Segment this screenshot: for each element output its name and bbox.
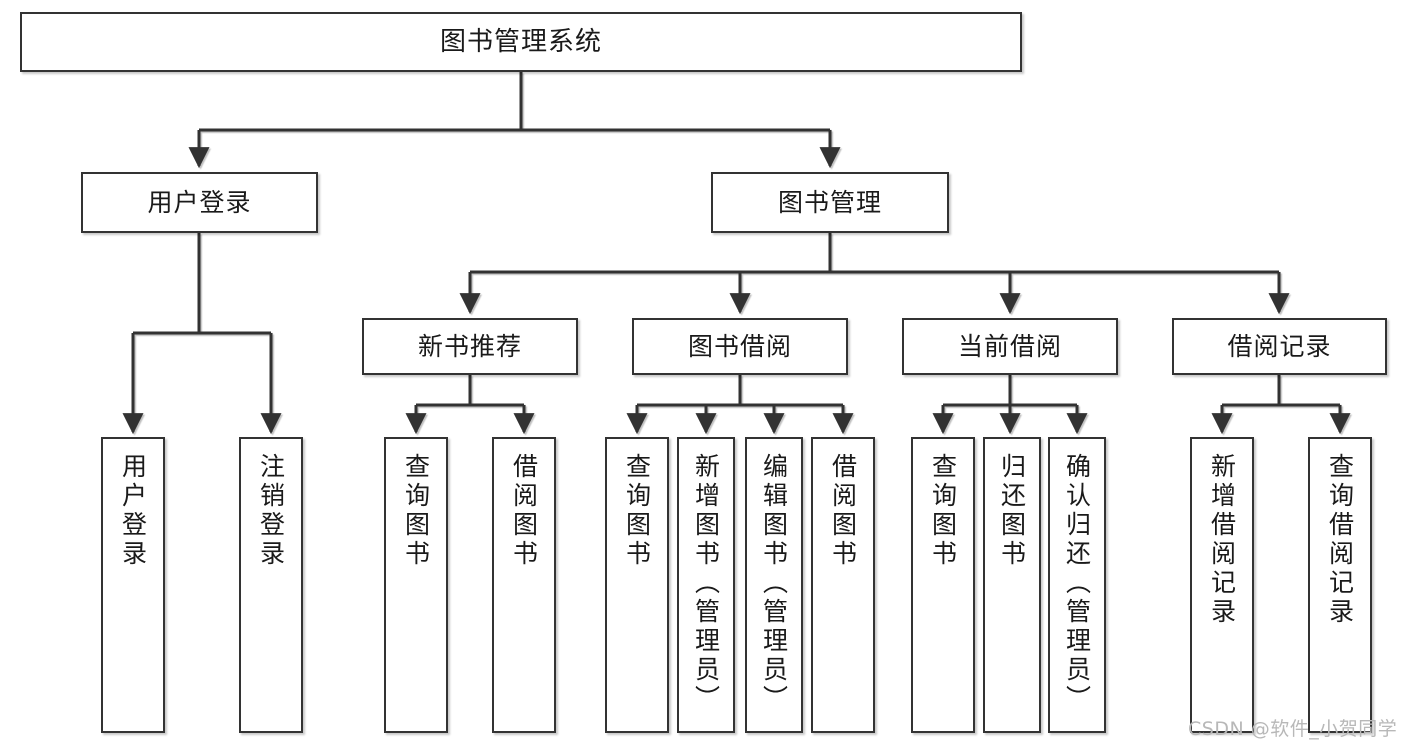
node-leaf-confirm-return[interactable]: 确认归还（管理员） [1048, 437, 1106, 733]
node-leaf-logout[interactable]: 注销登录 [239, 437, 303, 733]
node-borrow-record-label: 借阅记录 [1227, 332, 1332, 361]
node-leaf-add-book[interactable]: 新增图书（管理员） [677, 437, 735, 733]
node-leaf-return-book[interactable]: 归还图书 [983, 437, 1041, 733]
node-leaf-query-book-3-label: 查询图书 [928, 453, 958, 569]
node-leaf-edit-book[interactable]: 编辑图书（管理员） [745, 437, 803, 733]
node-book-borrow-label: 图书借阅 [687, 332, 792, 361]
node-leaf-query-record[interactable]: 查询借阅记录 [1308, 437, 1372, 733]
node-leaf-user-login[interactable]: 用户登录 [101, 437, 165, 733]
node-leaf-borrow-book-2[interactable]: 借阅图书 [811, 437, 875, 733]
node-leaf-user-login-label: 用户登录 [118, 453, 148, 569]
node-leaf-confirm-return-label: 确认归还（管理员） [1062, 453, 1092, 714]
node-leaf-add-book-label: 新增图书（管理员） [691, 453, 721, 714]
node-root-label: 图书管理系统 [439, 26, 602, 57]
node-leaf-borrow-book-1-label: 借阅图书 [509, 453, 539, 569]
node-root[interactable]: 图书管理系统 [20, 12, 1022, 72]
node-leaf-query-record-label: 查询借阅记录 [1325, 453, 1355, 627]
node-leaf-edit-book-label: 编辑图书（管理员） [759, 453, 789, 714]
node-current-borrow[interactable]: 当前借阅 [902, 318, 1118, 375]
node-leaf-query-book-2-label: 查询图书 [622, 453, 652, 569]
node-book-manage-label: 图书管理 [777, 188, 882, 217]
node-new-book-recommend-label: 新书推荐 [417, 332, 522, 361]
node-user-login-label: 用户登录 [147, 188, 252, 217]
node-new-book-recommend[interactable]: 新书推荐 [362, 318, 578, 375]
node-user-login[interactable]: 用户登录 [81, 172, 318, 233]
node-leaf-query-book-1-label: 查询图书 [401, 453, 431, 569]
node-leaf-query-book-1[interactable]: 查询图书 [384, 437, 448, 733]
csdn-watermark: CSDN @软件_小贺同学 [1188, 718, 1398, 740]
node-leaf-borrow-book-2-label: 借阅图书 [828, 453, 858, 569]
node-book-borrow[interactable]: 图书借阅 [632, 318, 848, 375]
node-leaf-logout-label: 注销登录 [256, 453, 286, 569]
node-leaf-query-book-3[interactable]: 查询图书 [911, 437, 975, 733]
node-leaf-query-book-2[interactable]: 查询图书 [605, 437, 669, 733]
node-leaf-add-record-label: 新增借阅记录 [1207, 453, 1237, 627]
node-current-borrow-label: 当前借阅 [957, 332, 1062, 361]
node-borrow-record[interactable]: 借阅记录 [1172, 318, 1387, 375]
node-leaf-add-record[interactable]: 新增借阅记录 [1190, 437, 1254, 733]
node-leaf-return-book-label: 归还图书 [997, 453, 1027, 569]
node-book-manage[interactable]: 图书管理 [711, 172, 949, 233]
node-leaf-borrow-book-1[interactable]: 借阅图书 [492, 437, 556, 733]
